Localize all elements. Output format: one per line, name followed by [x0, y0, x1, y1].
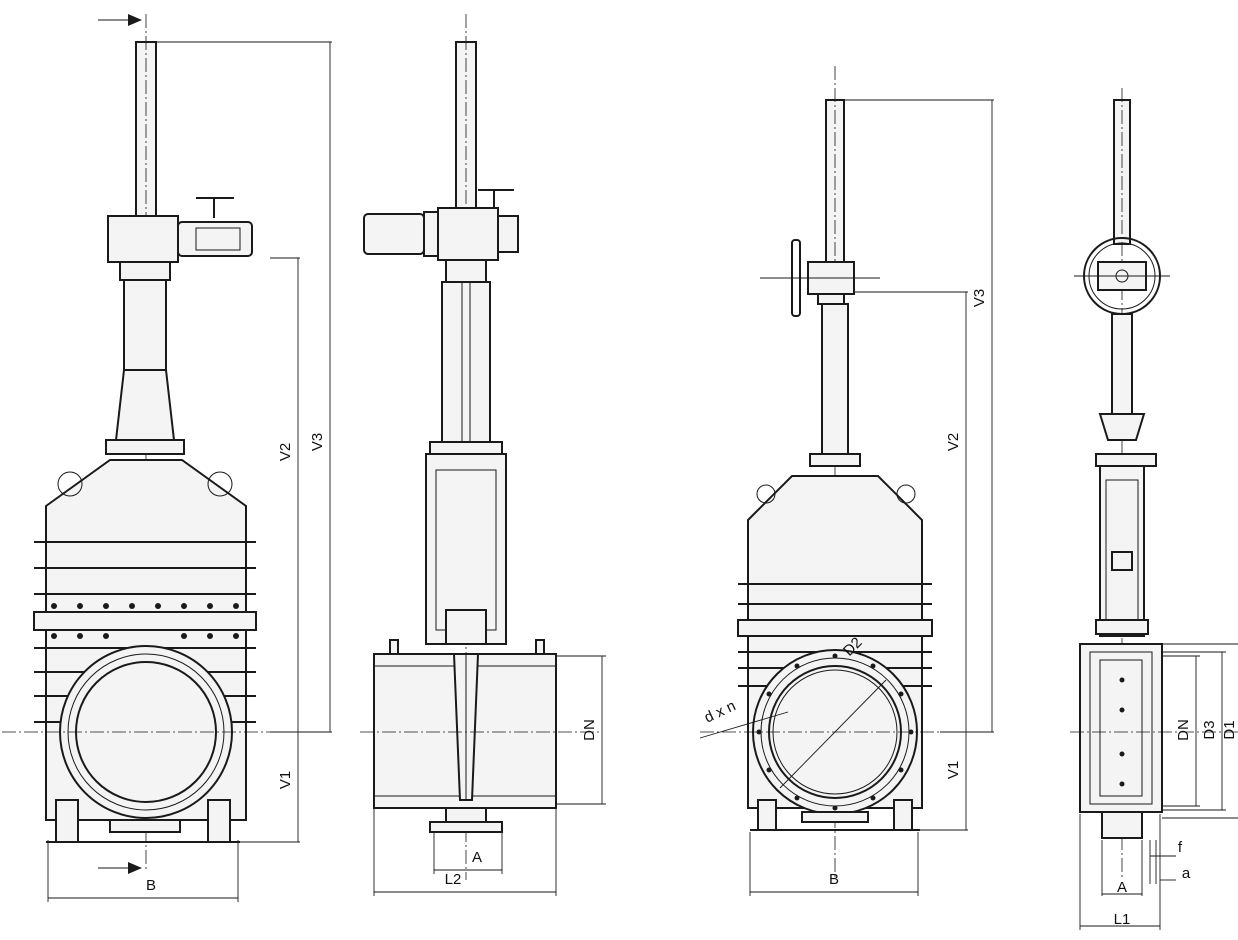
label-v1-view3: V1 [945, 761, 962, 779]
label-d3-view4: D3 [1201, 720, 1218, 739]
view-1-front-electric [2, 14, 270, 874]
label-b-view1: B [146, 877, 156, 894]
label-v1-view1: V1 [277, 771, 294, 789]
view-4-dimensions [1079, 643, 1238, 930]
label-f-view4: f [1178, 839, 1183, 856]
view-3-dimensions [749, 99, 994, 896]
label-dn-view4: DN [1175, 719, 1192, 741]
label-b-view3: B [829, 871, 839, 888]
label-a-view4: A [1117, 879, 1127, 896]
label-v2-view3: V2 [945, 433, 962, 451]
label-v3-view1: V3 [309, 433, 326, 451]
label-dn-view2: DN [581, 719, 598, 741]
label-v2-view1: V2 [277, 443, 294, 461]
label-dxn-view3: d x n [702, 697, 739, 726]
label-a-view2: A [472, 849, 482, 866]
label-v3-view3: V3 [971, 289, 988, 307]
view-4-side-manual [1070, 88, 1238, 880]
label-l2-view2: L2 [445, 871, 462, 888]
view-1-dimensions [47, 41, 332, 902]
view-2-dimensions [373, 655, 606, 896]
label-l1-view4: L1 [1114, 911, 1131, 928]
view-2-side-section [360, 14, 600, 880]
label-a-small-view4: a [1182, 865, 1191, 882]
view-3-front-manual [699, 66, 980, 880]
label-d1-view4: D1 [1221, 720, 1238, 739]
